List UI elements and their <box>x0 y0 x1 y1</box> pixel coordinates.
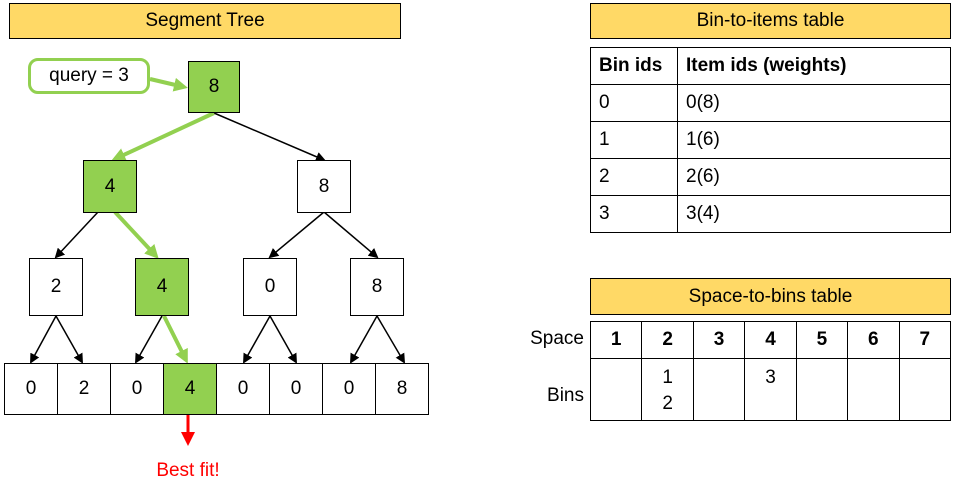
edge-root-right <box>213 112 326 162</box>
space-row-label: Space <box>530 328 584 349</box>
space-bins-table: 1 2 3 4 5 6 7 1 2 3 <box>589 321 952 421</box>
bin-entry: 1 <box>662 367 673 388</box>
tree-node-l2-1: 4 <box>135 258 189 316</box>
space-cell: 5 <box>795 321 849 359</box>
header-item-ids: Item ids (weights) <box>677 47 951 85</box>
edge-l2c-leaf5 <box>269 315 297 364</box>
edge-l1a-l2a <box>54 211 99 259</box>
tree-leaf-4: 0 <box>216 363 270 415</box>
edge-l2a-leaf1 <box>55 315 83 364</box>
bins-cell: 1 2 <box>641 358 694 421</box>
item-ids-cell: 3(4) <box>677 195 951 233</box>
tree-leaf-2: 0 <box>110 363 164 415</box>
tree-leaf-1: 2 <box>57 363 111 415</box>
space-bins-title: Space-to-bins table <box>590 278 951 315</box>
space-cell: 4 <box>744 321 797 359</box>
bins-cell <box>795 358 849 421</box>
space-cell: 2 <box>641 321 694 359</box>
bin-entry: 3 <box>765 367 776 388</box>
space-row: 1 2 3 4 5 6 7 <box>589 321 952 359</box>
space-cell: 7 <box>898 321 952 359</box>
tree-node-root: 8 <box>188 61 240 113</box>
edge-l2b-leaf3 <box>162 315 188 364</box>
edge-l1a-l2b <box>113 210 159 259</box>
tree-leaf-5: 0 <box>269 363 323 415</box>
bin-id-cell: 1 <box>590 121 678 159</box>
edge-l1b-l2c <box>268 211 325 259</box>
table-row: 2 2(6) <box>590 158 951 196</box>
table-row: 0 0(8) <box>590 84 951 122</box>
edge-query-root <box>149 77 188 92</box>
tree-leaf-0: 0 <box>4 363 58 415</box>
best-fit-label: Best fit! <box>156 460 220 481</box>
tree-node-l2-3: 8 <box>350 258 404 316</box>
table-row: 3 3(4) <box>590 195 951 233</box>
bin-items-table: Bin ids Item ids (weights) 0 0(8) 1 1(6)… <box>590 47 951 233</box>
edge-l2a-leaf0 <box>30 315 57 364</box>
space-cell: 6 <box>847 321 900 359</box>
tree-leaf-6: 0 <box>322 363 376 415</box>
table-row: 1 1(6) <box>590 121 951 159</box>
edge-l2c-leaf4 <box>243 315 271 364</box>
tree-node-l1-1: 8 <box>297 160 351 213</box>
segment-tree-title: Segment Tree <box>9 3 401 39</box>
bins-cell <box>847 358 900 421</box>
tree-leaf-3: 4 <box>163 363 217 415</box>
bins-cell <box>692 358 746 421</box>
bin-id-cell: 0 <box>590 84 678 122</box>
space-cell: 1 <box>589 321 643 359</box>
tree-node-l2-2: 0 <box>243 258 297 316</box>
space-cell: 3 <box>692 321 746 359</box>
edge-l2d-leaf6 <box>350 315 378 364</box>
edge-l2d-leaf7 <box>376 315 406 364</box>
tree-leaf-7: 8 <box>375 363 429 415</box>
bins-row: 1 2 3 <box>589 358 952 421</box>
header-bin-ids: Bin ids <box>590 47 678 85</box>
bins-cell <box>589 358 643 421</box>
query-box: query = 3 <box>28 58 150 94</box>
table-header-row: Bin ids Item ids (weights) <box>590 47 951 85</box>
tree-node-l2-0: 2 <box>29 258 83 316</box>
bins-row-label: Bins <box>547 385 584 406</box>
tree-node-l1-0: 4 <box>83 160 137 213</box>
bins-cell <box>898 358 952 421</box>
bins-cell: 3 <box>744 358 797 421</box>
edge-l2b-leaf2 <box>135 315 163 364</box>
bin-id-cell: 3 <box>590 195 678 233</box>
bin-id-cell: 2 <box>590 158 678 196</box>
edge-l1b-l2d <box>323 211 379 259</box>
edge-root-left <box>111 111 215 162</box>
item-ids-cell: 1(6) <box>677 121 951 159</box>
bin-entry: 2 <box>662 393 673 414</box>
bin-items-title: Bin-to-items table <box>590 3 951 39</box>
item-ids-cell: 0(8) <box>677 84 951 122</box>
item-ids-cell: 2(6) <box>677 158 951 196</box>
